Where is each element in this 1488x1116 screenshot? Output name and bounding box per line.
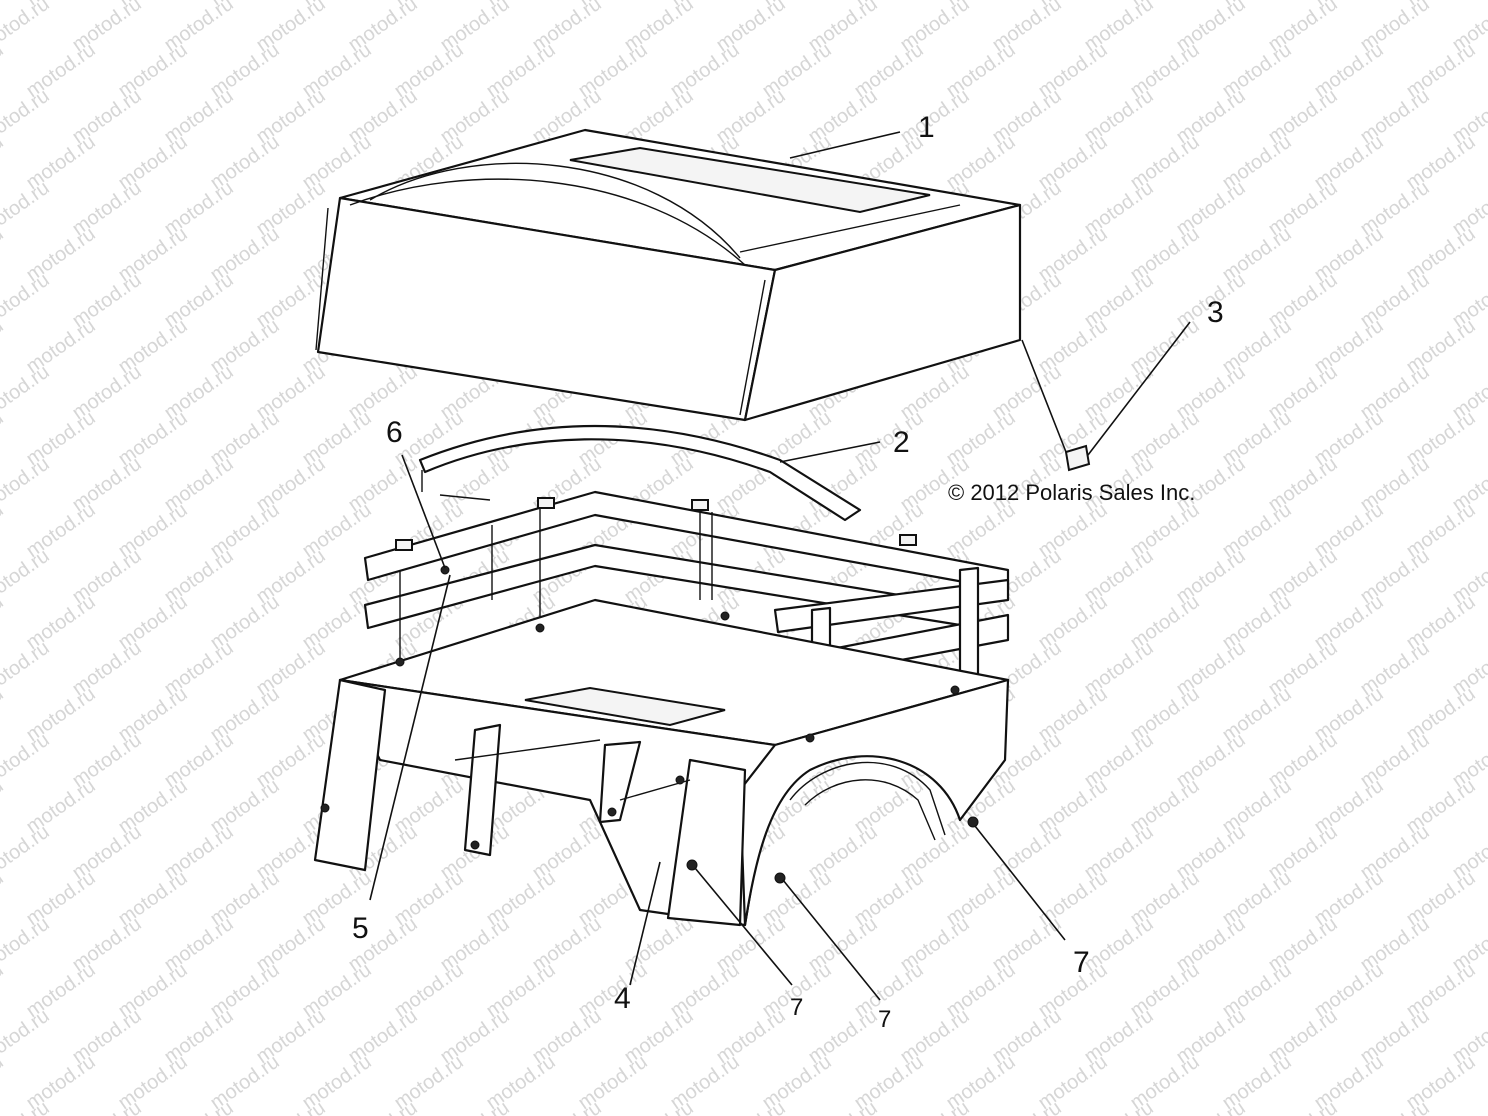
watermark-text: motod.ru: [0, 1051, 8, 1114]
watermark-text: motod.ru: [620, 1097, 697, 1116]
watermark-text: motod.ru: [0, 177, 54, 240]
watermark-text: motod.ru: [1080, 1097, 1157, 1116]
copyright-text: © 2012 Polaris Sales Inc.: [948, 480, 1195, 505]
watermark-text: motod.ru: [0, 729, 54, 792]
watermark-text: motod.ru: [0, 913, 54, 976]
watermark-text: motod.ru: [344, 1097, 421, 1116]
watermark-text: motod.ru: [0, 0, 54, 56]
callout-7b: 7: [878, 1006, 891, 1033]
watermark-text: motod.ru: [0, 867, 8, 930]
watermark-text: motod.ru: [160, 1097, 237, 1116]
watermark-text: motod.ru: [0, 361, 54, 424]
watermark-text: motod.ru: [0, 499, 8, 562]
callout-3: 3: [1207, 296, 1224, 329]
watermark-text: motod.ru: [0, 269, 54, 332]
callout-7c: 7: [1073, 946, 1090, 979]
leader-lines: [369, 131, 1191, 1001]
watermark-text: motod.ru: [712, 1097, 789, 1116]
callout-4: 4: [614, 982, 631, 1015]
watermark-text: motod.ru: [1172, 1097, 1249, 1116]
watermark-text: motod.ru: [1356, 1097, 1433, 1116]
watermark-text: motod.ru: [0, 545, 54, 608]
watermark-text: motod.ru: [0, 85, 54, 148]
watermark-text: motod.ru: [0, 453, 54, 516]
watermark-text: motod.ru: [0, 0, 8, 10]
callout-7a: 7: [790, 994, 803, 1021]
watermark-text: motod.ru: [68, 1097, 145, 1116]
watermark-text: motod.ru: [528, 1097, 605, 1116]
watermark-text: motod.ru: [0, 637, 54, 700]
callout-labels: 1 2 3 4 5 6 7 7 7: [352, 111, 1224, 1033]
watermark-text: motod.ru: [0, 959, 8, 1022]
watermark-text: motod.ru: [0, 775, 8, 838]
watermark-text: motod.ru: [0, 223, 8, 286]
watermark-text: motod.ru: [0, 407, 8, 470]
watermark-text: motod.ru: [252, 1097, 329, 1116]
watermark-text: motod.ru: [896, 1097, 973, 1116]
watermark-text: motod.ru: [988, 1097, 1065, 1116]
callout-1: 1: [918, 111, 935, 144]
watermark-text: motod.ru: [0, 39, 8, 102]
callout-2: 2: [893, 426, 910, 459]
watermark-text: motod.ru: [1448, 1097, 1488, 1116]
watermark-text: motod.ru: [1264, 1097, 1341, 1116]
bow-rail: [418, 425, 862, 522]
callout-5: 5: [352, 912, 369, 945]
watermark-text: motod.ru: [0, 131, 8, 194]
watermark-text: motod.ru: [0, 821, 54, 884]
watermark-text: motod.ru: [0, 591, 8, 654]
cover-lid: [315, 128, 1022, 422]
watermark-text: motod.ru: [0, 315, 8, 378]
watermark-text: motod.ru: [804, 1097, 881, 1116]
watermark-text: motod.ru: [0, 683, 8, 746]
hardware-fasteners: [320, 565, 979, 884]
watermark-text: motod.ru: [0, 1005, 54, 1068]
callout-6: 6: [386, 416, 403, 449]
small-tab-part: [1064, 444, 1091, 472]
watermark-text: motod.ru: [436, 1097, 513, 1116]
